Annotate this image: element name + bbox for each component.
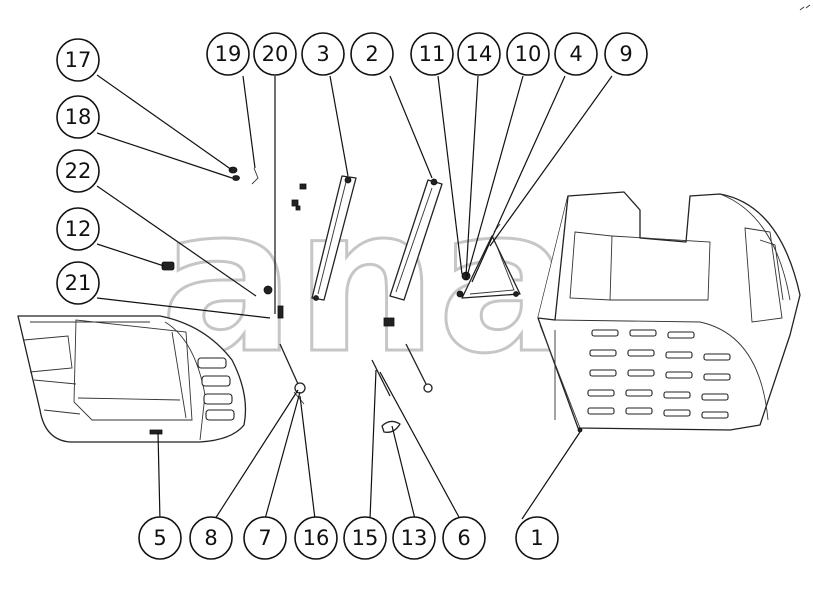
callout-22: 22 — [56, 149, 100, 193]
callout-3: 3 — [301, 32, 345, 76]
callout-12: 12 — [56, 207, 100, 251]
callout-label: 4 — [569, 42, 582, 66]
callout-13: 13 — [392, 516, 436, 560]
callout-16: 16 — [294, 516, 338, 560]
callout-label: 12 — [65, 217, 92, 241]
small-hardware — [161, 166, 433, 433]
callout-1: 1 — [515, 516, 559, 560]
callout-8: 8 — [189, 516, 233, 560]
callout-balloons: 17 18 22 12 21 19 20 3 2 11 14 10 4 9 5 … — [56, 32, 648, 560]
callout-label: 10 — [515, 42, 542, 66]
callout-label: 17 — [65, 48, 92, 72]
callout-label: 8 — [204, 526, 217, 550]
callout-label: 9 — [619, 42, 632, 66]
callout-label: 1 — [530, 526, 543, 550]
callout-label: 21 — [65, 271, 92, 295]
cab-floor-slots — [587, 329, 731, 419]
part-front-shell — [17, 315, 247, 443]
callout-18: 18 — [56, 95, 100, 139]
callout-label: 6 — [457, 526, 470, 550]
callout-label: 2 — [365, 42, 378, 66]
callout-label: 22 — [65, 159, 92, 183]
callout-20: 20 — [253, 32, 297, 76]
callout-7: 7 — [243, 516, 287, 560]
callout-label: 11 — [419, 42, 446, 66]
callout-label: 3 — [316, 42, 329, 66]
part-cab-housing — [537, 191, 801, 433]
callout-label: 5 — [153, 526, 166, 550]
callout-15: 15 — [343, 516, 387, 560]
callout-label: 20 — [262, 42, 289, 66]
corner-mark — [799, 4, 811, 11]
callout-label: 19 — [215, 42, 242, 66]
callout-label: 7 — [258, 526, 271, 550]
callout-label: 18 — [65, 105, 92, 129]
part-pillar-left — [311, 175, 357, 301]
callout-19: 19 — [206, 32, 250, 76]
part-pillar-right — [389, 178, 443, 301]
callout-10: 10 — [506, 32, 550, 76]
callout-5: 5 — [138, 516, 182, 560]
callout-14: 14 — [457, 32, 501, 76]
callout-21: 21 — [56, 261, 100, 305]
callout-label: 15 — [352, 526, 379, 550]
leader-lines — [96, 74, 613, 522]
callout-label: 16 — [303, 526, 330, 550]
callout-17: 17 — [56, 38, 100, 82]
callout-11: 11 — [410, 32, 454, 76]
callout-6: 6 — [442, 516, 486, 560]
callout-label: 13 — [401, 526, 428, 550]
callout-9: 9 — [604, 32, 648, 76]
callout-4: 4 — [554, 32, 598, 76]
callout-2: 2 — [350, 32, 394, 76]
part-bracket-assembly — [456, 223, 521, 299]
callout-label: 14 — [466, 42, 493, 66]
